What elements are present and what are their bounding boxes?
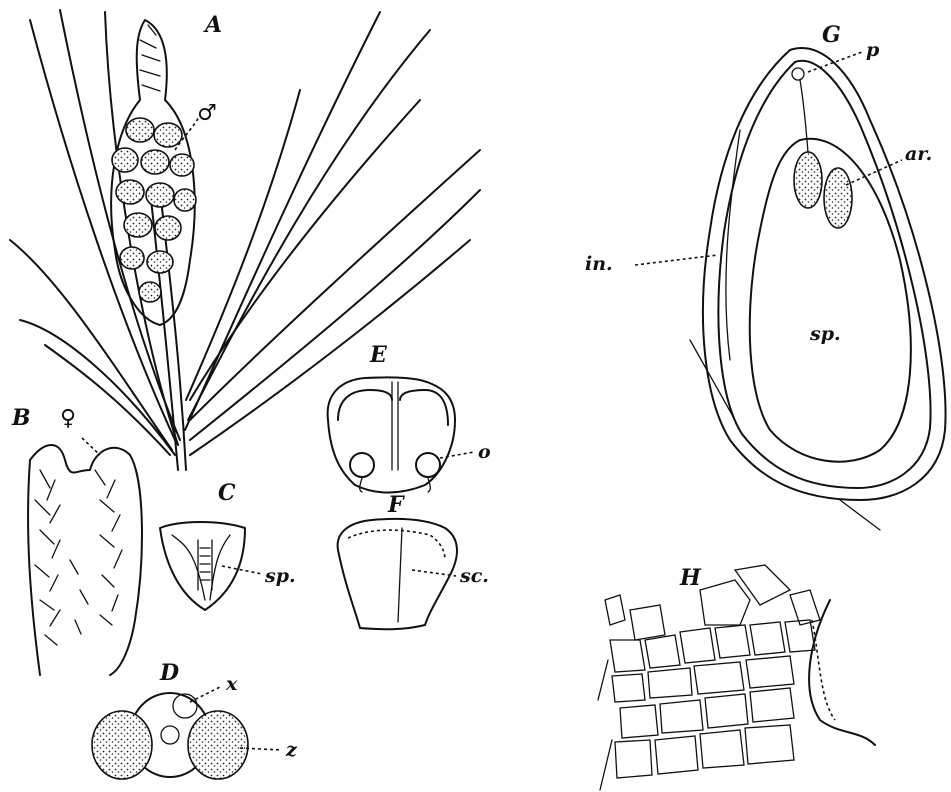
figure-h-cell-tissue: H [598, 565, 875, 790]
sp-label-g: sp. [809, 323, 841, 345]
x-label: x [225, 673, 238, 695]
figure-g-label: G [822, 22, 841, 48]
figure-f-label: F [387, 492, 405, 518]
male-symbol: ♂ [197, 100, 217, 126]
figure-f-bract-scale: F sc. [338, 492, 489, 629]
figure-a-label: A [203, 12, 222, 38]
female-symbol: ♀ [60, 405, 76, 431]
ar-label: ar. [905, 143, 932, 165]
figure-b-female-shoot: B ♀ [11, 405, 142, 675]
figure-e-ovuliferous-scale: E o [328, 342, 491, 493]
sp-label-c: sp. [264, 565, 296, 587]
z-label: z [285, 739, 298, 761]
figure-c-scale: C sp. [160, 480, 296, 610]
figure-d-label: D [159, 660, 179, 686]
figure-h-label: H [679, 565, 702, 591]
figure-a-pine-shoot: A ♂ [10, 10, 480, 470]
figure-c-label: C [218, 480, 236, 506]
figure-b-label: B [11, 405, 31, 431]
sc-label: sc. [459, 565, 489, 587]
figure-g-ovule-section: G p ar. in. sp. [585, 22, 946, 530]
o-label: o [478, 441, 491, 463]
p-label: p [866, 39, 880, 61]
in-label: in. [585, 253, 613, 275]
figure-e-label: E [369, 342, 388, 368]
figure-d-pollen-grain: D x z [92, 660, 298, 779]
